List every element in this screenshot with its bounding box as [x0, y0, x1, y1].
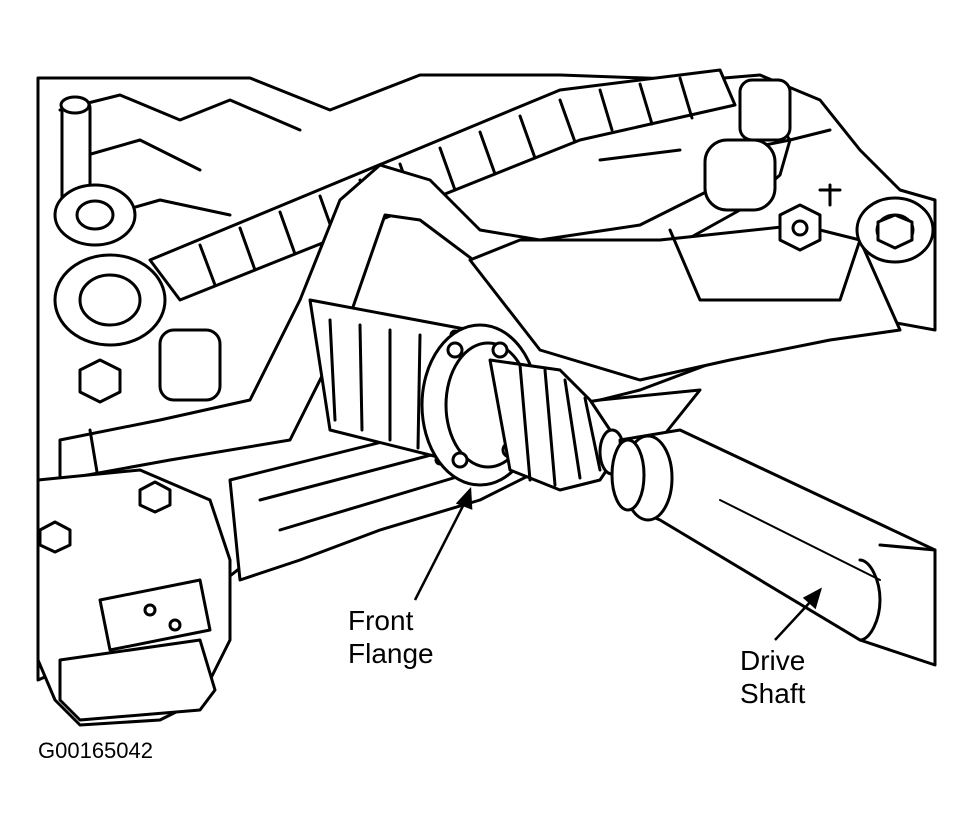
- front-flange-label-line1: Front: [348, 605, 414, 636]
- tie-rod-end: [53, 95, 137, 247]
- drive-shaft-label-line2: Shaft: [740, 678, 806, 709]
- drive-shaft-leader: [774, 599, 813, 641]
- figure-id: G00165042: [38, 738, 153, 763]
- front-flange-arrowhead: [455, 486, 473, 510]
- drive-shaft-arrowhead: [802, 587, 823, 610]
- right-control-arm: [468, 183, 935, 382]
- drive-shaft-callout: Drive Shaft: [740, 644, 805, 710]
- front-flange-leader: [413, 499, 468, 601]
- left-mount-bracket: [36, 328, 232, 727]
- front-flange-label-line2: Flange: [348, 638, 434, 669]
- steering-rack: [53, 68, 737, 347]
- front-flange-callout: Front Flange: [348, 604, 434, 670]
- drive-shaft: [610, 428, 937, 667]
- drive-shaft-label-line1: Drive: [740, 645, 806, 676]
